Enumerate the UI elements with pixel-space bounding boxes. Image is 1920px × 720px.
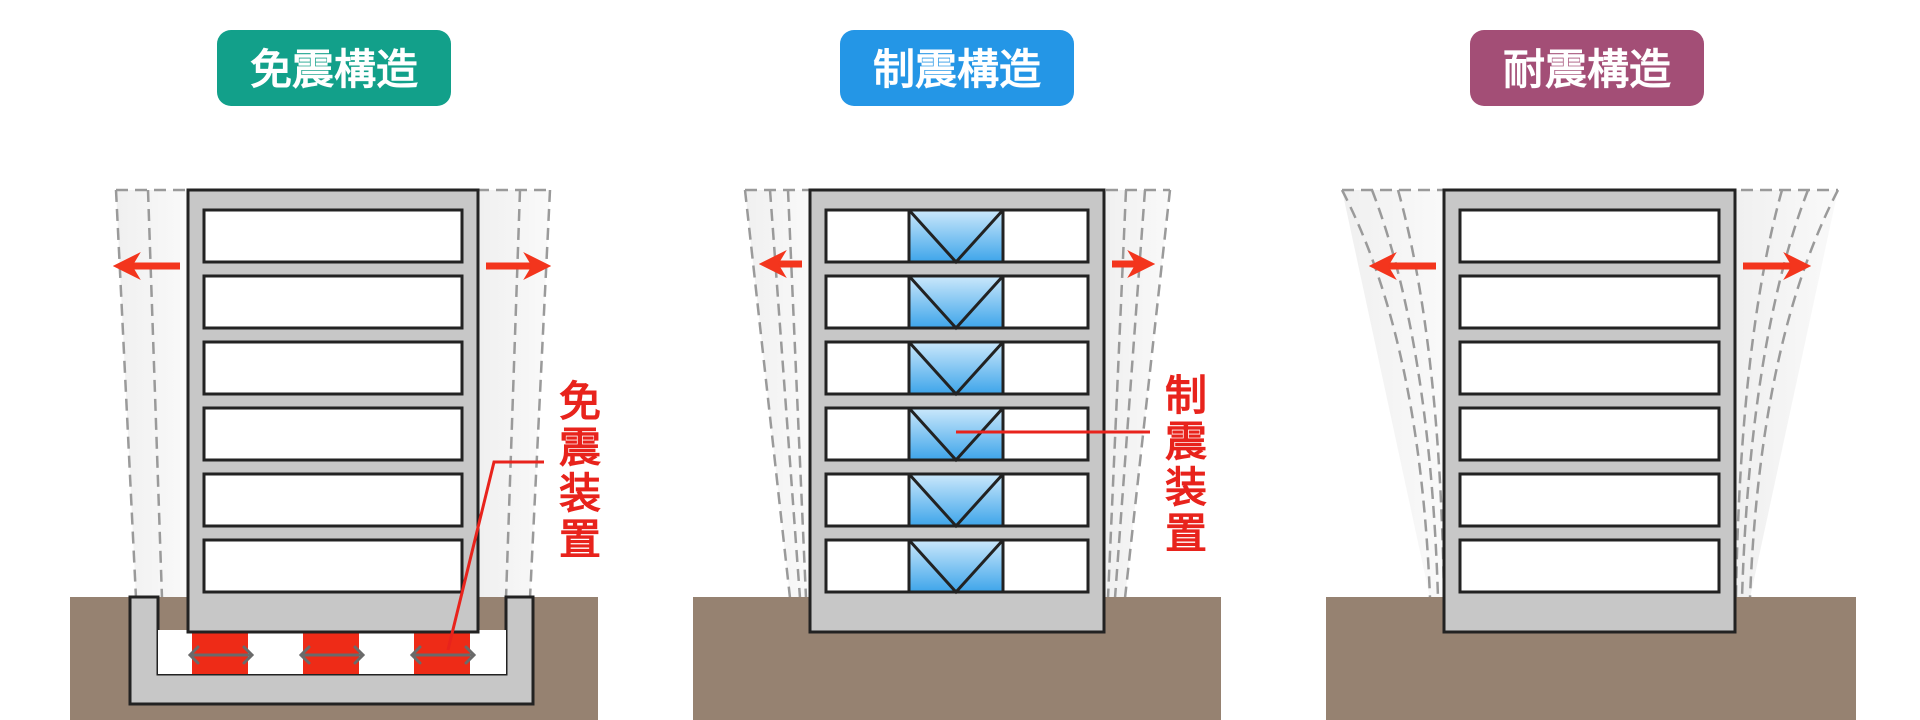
seismic-isolators bbox=[187, 632, 477, 674]
title-pill-damping: 制震構造 bbox=[840, 30, 1074, 106]
title-earthquake-resistant: 耐震構造 bbox=[1503, 45, 1671, 94]
title-base-isolation: 免震構造 bbox=[250, 45, 418, 94]
foundation-pit bbox=[128, 595, 535, 706]
isolator bbox=[414, 632, 470, 674]
svg-text:震: 震 bbox=[559, 423, 602, 472]
callout-line bbox=[446, 460, 544, 651]
building bbox=[808, 188, 1106, 634]
device-label-damping: 制 震 装 置 bbox=[1165, 371, 1208, 558]
title-damping: 制震構造 bbox=[873, 45, 1041, 94]
panel-earthquake-resistant: 耐震構造 bbox=[1326, 30, 1856, 720]
title-pill-earthquake-resistant: 耐震構造 bbox=[1470, 30, 1704, 106]
svg-text:装: 装 bbox=[1165, 463, 1207, 512]
damper-column bbox=[907, 208, 1005, 595]
sway-ghost bbox=[1340, 188, 1840, 599]
building bbox=[186, 188, 480, 634]
title-pill-base-isolation: 免震構造 bbox=[217, 30, 451, 106]
svg-text:置: 置 bbox=[559, 515, 601, 564]
isolator bbox=[192, 632, 248, 674]
panel-base-isolation: 免震構造 bbox=[70, 30, 602, 720]
svg-text:置: 置 bbox=[1165, 509, 1207, 558]
svg-text:制: 制 bbox=[1165, 371, 1207, 420]
svg-text:震: 震 bbox=[1165, 417, 1208, 466]
device-label-base-isolation: 免 震 装 置 bbox=[559, 377, 602, 564]
panel-damping: 制震構造 bbox=[693, 30, 1221, 720]
svg-text:装: 装 bbox=[559, 469, 601, 518]
isolator bbox=[303, 632, 359, 674]
building bbox=[1442, 188, 1737, 634]
svg-text:免: 免 bbox=[559, 377, 601, 426]
